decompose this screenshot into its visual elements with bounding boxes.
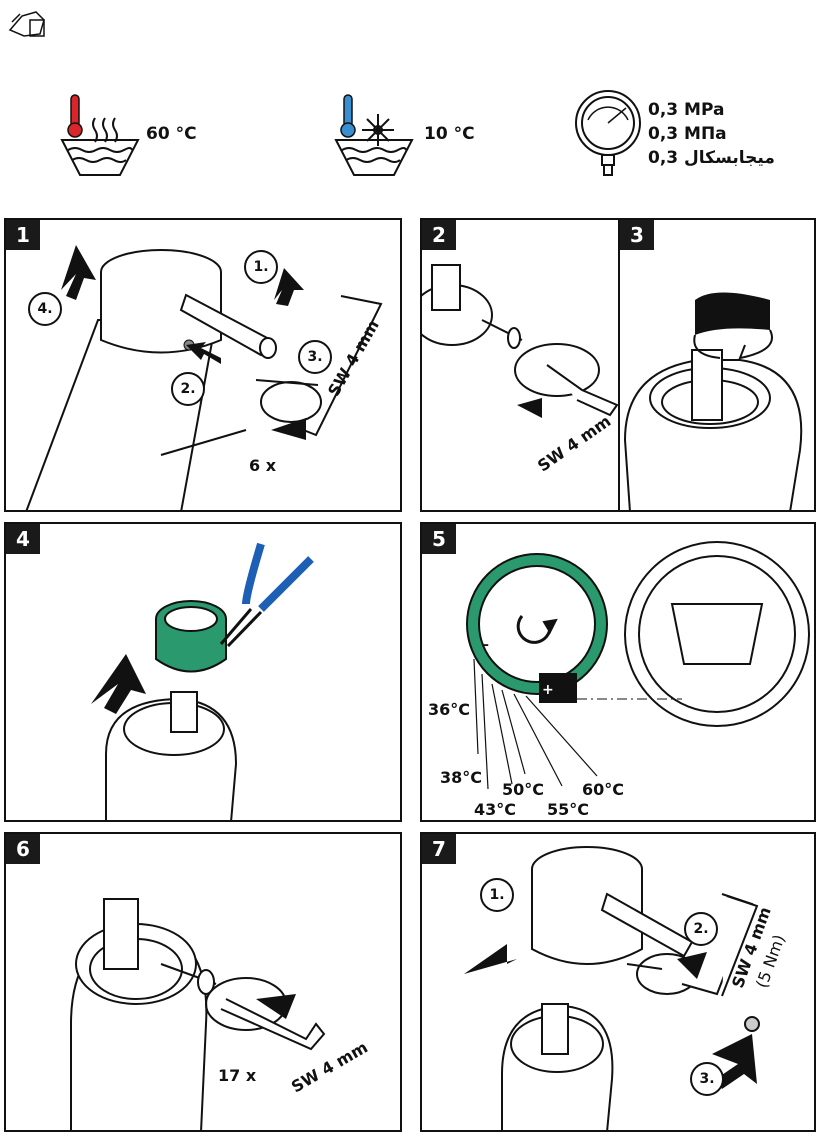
step-2-panel: 2 SW 4 mm <box>420 218 620 512</box>
pressure-line-1: 0,3 MPa <box>648 100 725 120</box>
pressure-line-2: 0,3 MПa <box>648 124 727 144</box>
plus-marker: + <box>542 682 554 698</box>
step-1-illustration <box>25 245 383 510</box>
step-4-panel: 4 <box>4 522 402 822</box>
step-marker-3: 3. <box>690 1062 724 1096</box>
step-number: 2 <box>422 220 456 250</box>
temp-50: 50°C <box>502 780 545 799</box>
step-7-panel: 7 1. 2. 3. SW 4 mm (5 Nm) <box>420 832 816 1132</box>
step-number: 4 <box>6 524 40 554</box>
step-number: 5 <box>422 524 456 554</box>
cold-temperature: 10 °C <box>424 124 475 144</box>
step-number: 3 <box>620 220 654 250</box>
step-3-illustration <box>623 292 803 510</box>
temp-55: 55°C <box>547 800 590 819</box>
step-number: 7 <box>422 834 456 864</box>
step-marker-2: 2. <box>684 912 718 946</box>
step-number: 6 <box>6 834 40 864</box>
temp-38: 38°C <box>440 768 483 787</box>
step-marker-1: 1. <box>480 878 514 912</box>
step-5-panel: 5 – + 36°C 38°C 43°C 50°C 55°C 60°C <box>420 522 816 822</box>
step-marker-4: 4. <box>28 292 62 326</box>
step-5-illustration: – + <box>466 541 810 790</box>
step-marker-1: 1. <box>244 250 278 284</box>
step-marker-3: 3. <box>298 340 332 374</box>
step-1-panel: 1 1. 2. 3. 4. SW 4 mm 6 x <box>4 218 402 512</box>
step-6-illustration <box>70 898 326 1130</box>
pressure-line-3: 0,3 میجابسکال <box>648 148 775 168</box>
minus-marker: – <box>482 637 489 653</box>
step-number: 1 <box>6 220 40 250</box>
step-6-panel: 6 17 x SW 4 mm <box>4 832 402 1132</box>
temp-36: 36°C <box>428 700 471 719</box>
step-marker-2: 2. <box>171 372 205 406</box>
screw-count-label: 6 x <box>249 456 277 475</box>
temp-60: 60°C <box>582 780 625 799</box>
step-3-panel: 3 <box>618 218 816 512</box>
step-2-illustration <box>422 264 618 418</box>
temp-43: 43°C <box>474 800 517 819</box>
screw-count-label: 17 x <box>218 1066 257 1085</box>
hot-temperature: 60 °C <box>146 124 197 144</box>
step-7-illustration <box>464 846 760 1130</box>
step-4-illustration <box>91 542 314 820</box>
